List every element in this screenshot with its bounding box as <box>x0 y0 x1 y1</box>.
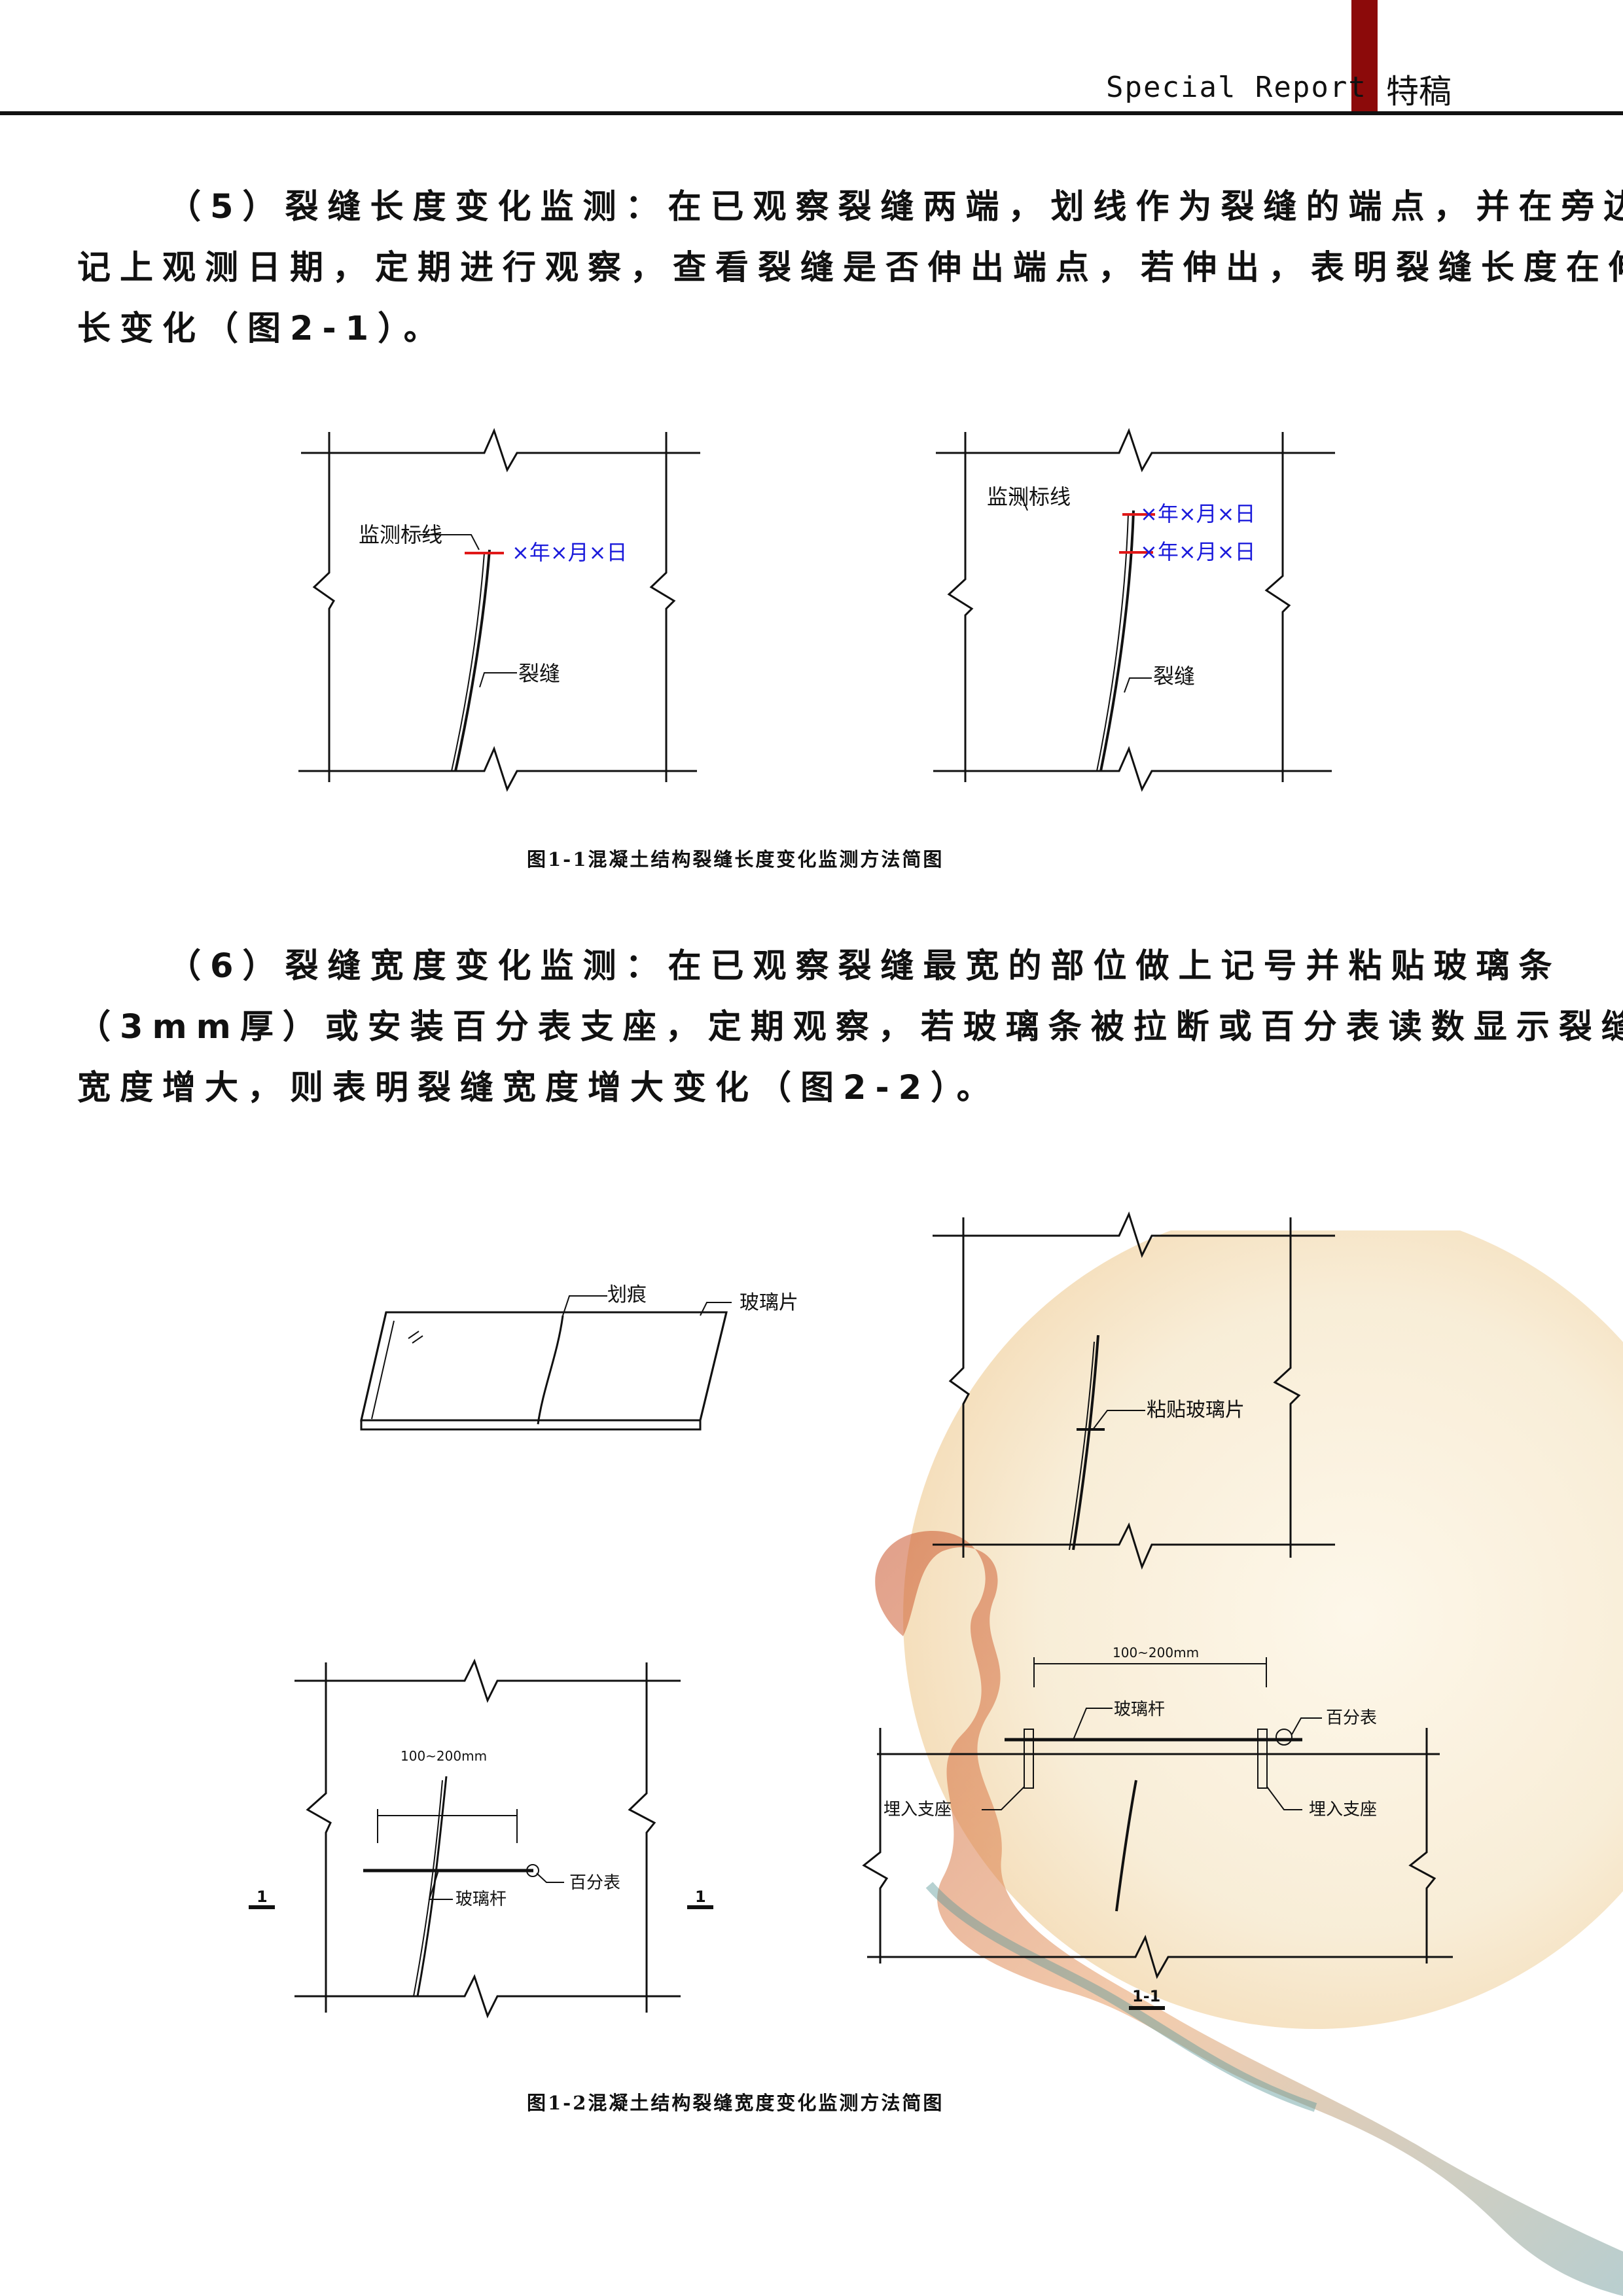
figure1-caption: 图1-1混凝土结构裂缝长度变化监测方法简图 <box>527 848 944 870</box>
figure1-right-diagram <box>933 427 1335 792</box>
label-glass-rod: 玻璃杆 <box>455 1890 507 1909</box>
section-mark-right: 1 <box>695 1888 706 1906</box>
header-section-en: Special Report <box>1106 71 1367 104</box>
label-date-mark: ×年×月×日 <box>1140 501 1255 526</box>
header-rule <box>0 111 1623 115</box>
dimension-label: 100~200mm <box>1113 1645 1199 1660</box>
header-section-zh: 特稿 <box>1386 73 1452 111</box>
paragraph-crack-length: （5）裂缝长度变化监测：在已观察裂缝两端，划线作为裂缝的端点，并在旁边 记上观测… <box>77 177 1623 359</box>
figure1-left-diagram <box>298 427 700 792</box>
label-dial-gauge: 百分表 <box>1326 1708 1377 1728</box>
label-scratch: 划痕 <box>607 1283 647 1306</box>
label-dial-gauge: 百分表 <box>569 1873 620 1893</box>
label-monitor-line: 监测标线 <box>987 484 1071 509</box>
label-crack: 裂缝 <box>518 661 560 686</box>
figure-crack-length: 监测标线 ×年×月×日 裂缝 监测标线 ×年×月×日 ×年×月×日 裂缝 <box>298 427 1335 792</box>
section-label: 1-1 <box>1132 1987 1160 2005</box>
paragraph-line: 长变化（图2-1）。 <box>77 310 446 348</box>
label-date-mark: ×年×月×日 <box>1140 539 1255 564</box>
figure2-glass-strip <box>360 1295 732 1431</box>
paragraph-line: （6）裂缝宽度变化监测：在已观察裂缝最宽的部位做上记号并粘贴玻璃条 <box>168 947 1561 986</box>
label-glass-rod: 玻璃杆 <box>1114 1700 1165 1719</box>
label-attached-glass: 粘贴玻璃片 <box>1147 1399 1245 1422</box>
figure2-wall-attached-glass <box>933 1211 1335 1570</box>
label-embedded-support: 埋入支座 <box>883 1800 952 1820</box>
label-monitor-line: 监测标线 <box>359 522 442 547</box>
paragraph-crack-width: （6）裂缝宽度变化监测：在已观察裂缝最宽的部位做上记号并粘贴玻璃条 （3mm厚）… <box>77 936 1623 1119</box>
paragraph-line: （5）裂缝长度变化监测：在已观察裂缝两端，划线作为裂缝的端点，并在旁边 <box>168 188 1623 226</box>
label-date-mark: ×年×月×日 <box>512 540 627 565</box>
paragraph-line: （3mm厚）或安装百分表支座，定期观察，若玻璃条被拉断或百分表读数显示裂缝 <box>77 1008 1623 1047</box>
dimension-label: 100~200mm <box>401 1748 487 1764</box>
section-mark-left: 1 <box>257 1888 268 1906</box>
header-accent-tab <box>1351 0 1378 115</box>
figure2-section-view <box>862 1657 1453 2010</box>
label-glass-sheet: 玻璃片 <box>740 1291 798 1314</box>
paragraph-line: 宽度增大，则表明裂缝宽度增大变化（图2-2）。 <box>77 1069 999 1107</box>
figure2-caption: 图1-2混凝土结构裂缝宽度变化监测方法简图 <box>527 2092 944 2114</box>
figure-crack-width: 划痕 玻璃片 粘贴玻璃片 100~200mm 玻璃杆 百分表 1 1 <box>249 1211 1453 2018</box>
paragraph-line: 记上观测日期，定期进行观察，查看裂缝是否伸出端点，若伸出，表明裂缝长度在伸 <box>77 249 1623 287</box>
label-crack: 裂缝 <box>1153 664 1195 689</box>
figure2-plan-gauge <box>249 1659 713 2018</box>
label-embedded-support: 埋入支座 <box>1309 1800 1377 1820</box>
